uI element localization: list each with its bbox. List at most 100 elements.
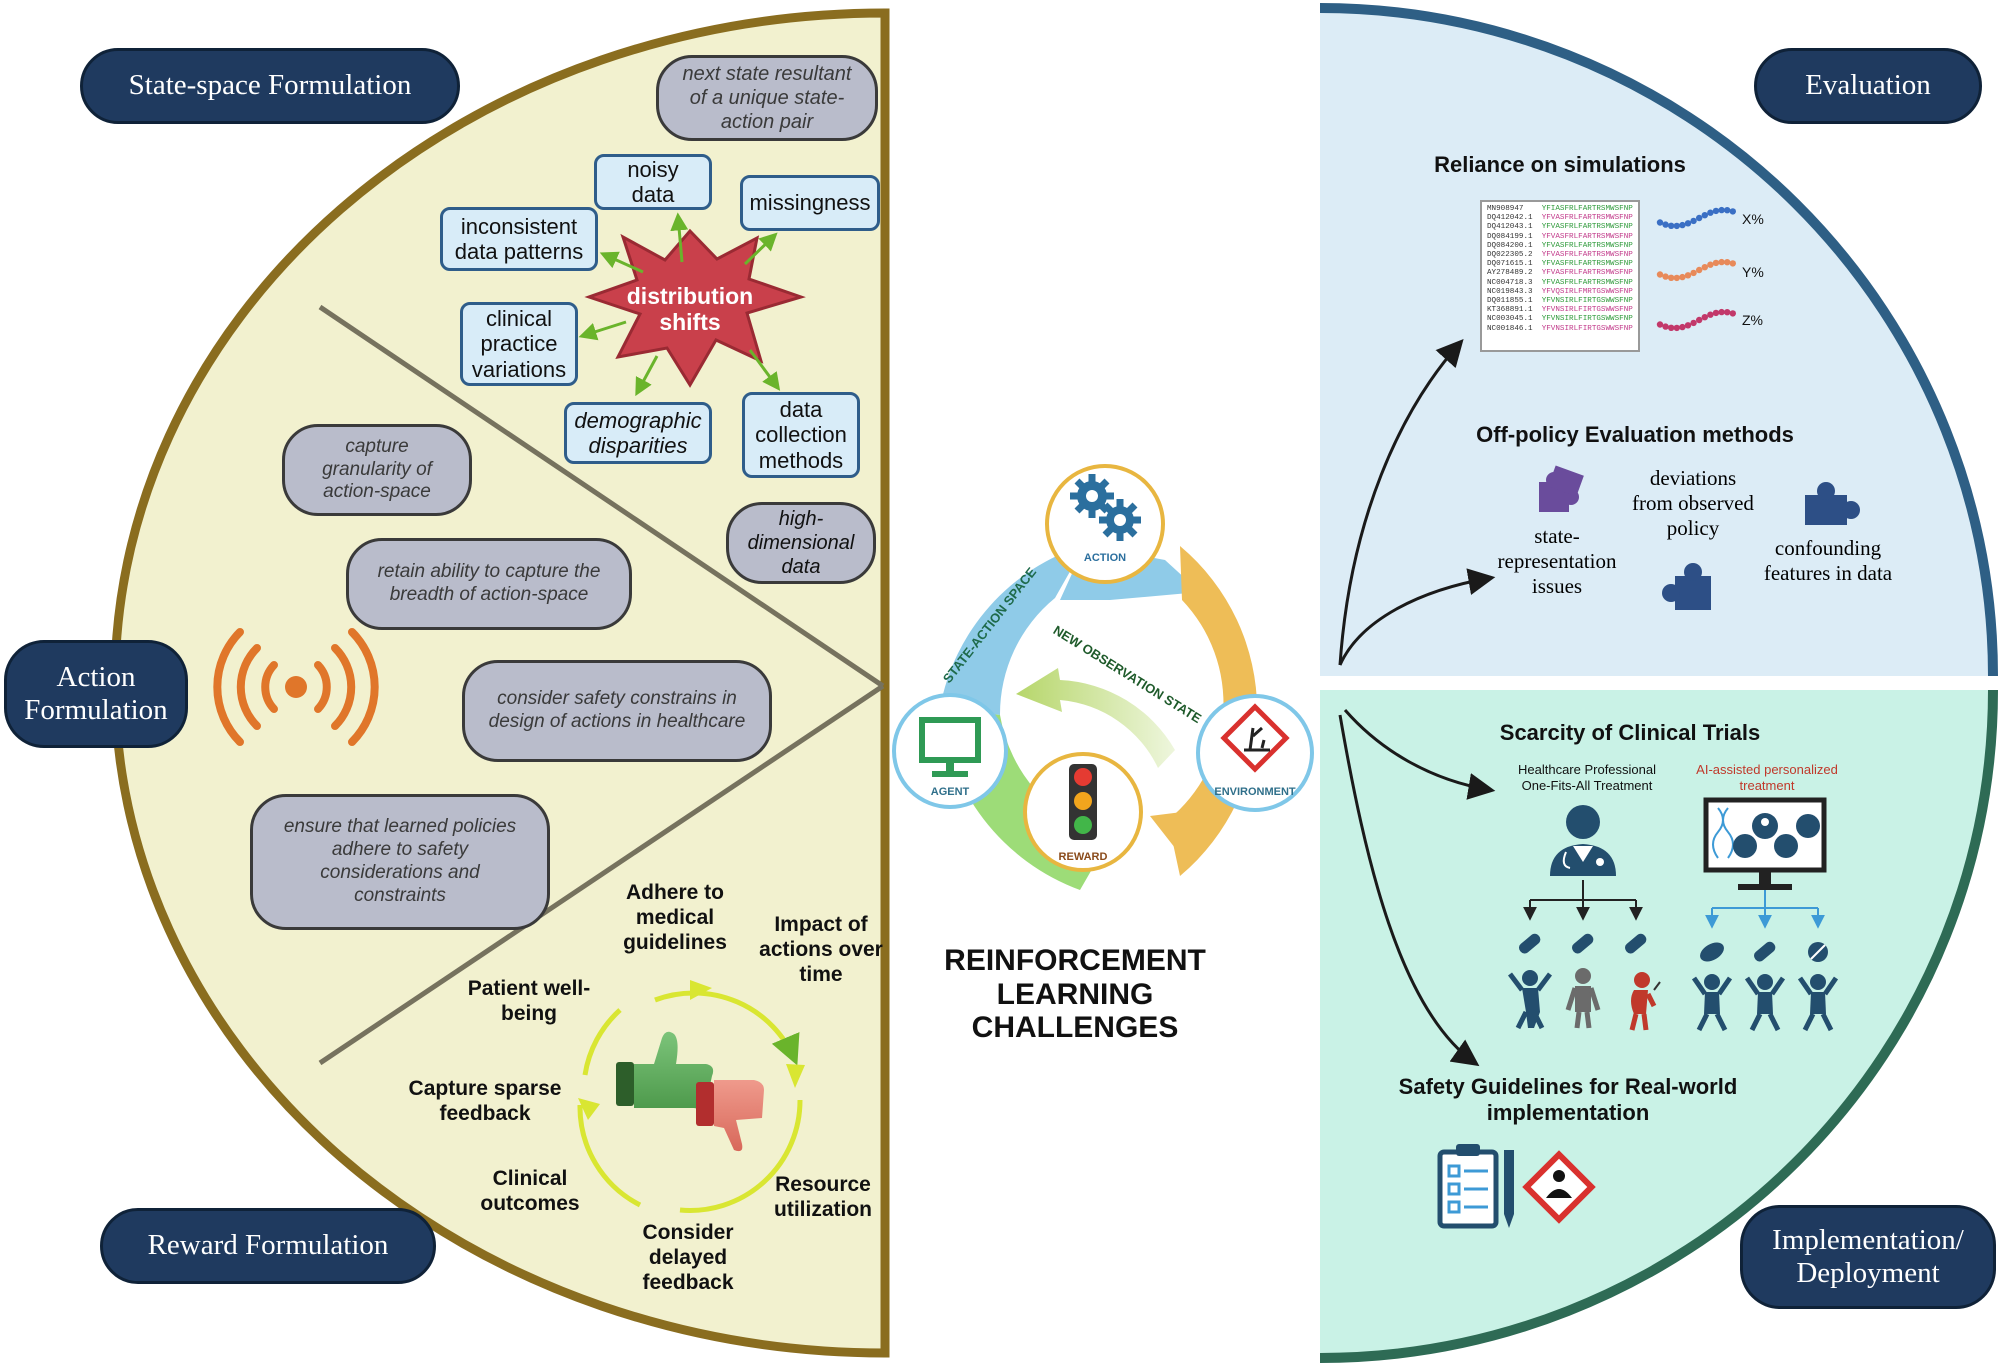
- broadcast-icon: [213, 628, 379, 746]
- puzzle-icon-purple: [1539, 465, 1584, 512]
- reward-resource-utilization: Resource utilization: [774, 1173, 872, 1222]
- ai-treatment-label: AI-assisted personalized treatment: [1696, 762, 1838, 793]
- evaluation-pill: Evaluation: [1754, 48, 1982, 124]
- wave-dot: [1729, 310, 1737, 317]
- wave-dot: [1662, 221, 1669, 228]
- wave-dot: [1668, 324, 1675, 331]
- sequence-residues: YFVNSIRLFIRTGSWWSFNP: [1541, 297, 1633, 306]
- agent-node-label: AGENT: [931, 786, 970, 798]
- hp-treatment-label: Healthcare Professional One-Fits-All Tre…: [1517, 762, 1657, 793]
- wave-dot: [1696, 214, 1703, 222]
- cause-data-collection-methods: data collection methods: [742, 392, 860, 478]
- reward-cycle-heads: [578, 980, 805, 1120]
- ai-monitor-icon: [1703, 797, 1827, 890]
- cause-demographic-disparities: demographic disparities: [564, 402, 712, 464]
- wave-dot: [1673, 222, 1681, 230]
- ope-state-representation: state-representation issues: [1497, 524, 1617, 599]
- simulation-wave-z: [1656, 308, 1737, 332]
- distribution-shifts-word: distribution: [627, 283, 753, 309]
- wave-dot: [1712, 309, 1720, 317]
- sequence-id: KT368891.1: [1487, 306, 1542, 315]
- arrow-to-state-rep: [1338, 568, 1496, 666]
- ai-pills: [1700, 941, 1828, 962]
- cause-noisy-data: noisy data: [594, 154, 712, 210]
- wave-dot: [1679, 273, 1686, 281]
- arrow-to-scarcity: [1343, 709, 1496, 800]
- wave-dot: [1690, 319, 1697, 327]
- wave-dot: [1668, 274, 1675, 281]
- reward-node-label: REWARD: [1059, 851, 1108, 863]
- wave-dot: [1696, 266, 1703, 274]
- reward-consider-delayed-feedback: Consider delayed feedback: [642, 1221, 734, 1295]
- sim-label-z: Z%: [1742, 312, 1763, 328]
- wave-dot: [1712, 259, 1720, 267]
- reward-cycle-arrows: [577, 990, 803, 1213]
- environment-node-label: ENVIRONMENT: [1214, 786, 1296, 798]
- hp-branches: [1523, 880, 1643, 921]
- sequence-id: AY278489.2: [1487, 269, 1542, 278]
- sequence-row: NC019843.3 YFVQSIRLFMRTGSWWSFNP: [1487, 288, 1633, 297]
- sequence-row: AY278489.2 YFVASFRLFARTRSMWSFNP: [1487, 269, 1633, 278]
- reward-clinical-outcomes: Clinical outcomes: [480, 1167, 580, 1216]
- wave-dot: [1701, 212, 1709, 219]
- sequence-row: DQ412042.1 YFVASFRLFARTRSMWSFNP: [1487, 214, 1633, 223]
- wave-dot: [1718, 258, 1725, 266]
- hp-patient-neutral: [1565, 968, 1601, 1029]
- doctor-icon: [1550, 805, 1616, 876]
- ai-patients: [1691, 974, 1839, 1032]
- scarcity-heading: Scarcity of Clinical Trials: [1499, 720, 1761, 745]
- wave-dot: [1656, 321, 1664, 328]
- wave-dot: [1690, 269, 1697, 277]
- sequence-row: DQ412043.1 YFVASFRLFARTRSMWSFNP: [1487, 223, 1633, 232]
- sequence-residues: YFVASFRLFARTRSMWSFNP: [1541, 269, 1633, 278]
- sequence-row: NC004718.3 YFVASFRLFARTRSMWSFNP: [1487, 279, 1633, 288]
- wave-dot: [1724, 259, 1731, 266]
- sequence-id: NC004718.3: [1487, 278, 1542, 287]
- note-consider-safety: consider safety constrains in design of …: [462, 660, 772, 762]
- sequence-residues: YFVNSIRLFIRTGSWWSFNP: [1541, 315, 1633, 324]
- sequence-id: NC003045.1: [1487, 315, 1542, 324]
- implementation-deployment-pill: Implementation/ Deployment: [1740, 1205, 1996, 1309]
- wave-dot: [1673, 324, 1681, 332]
- cause-inconsistent-data-patterns: inconsistent data patterns: [440, 207, 598, 271]
- thumbs-up-icon: [616, 1031, 714, 1109]
- wave-dot: [1690, 217, 1697, 225]
- sequence-row: KT368891.1 YFVNSIRLFIRTGSWWSFNP: [1487, 306, 1633, 315]
- ai-branches: [1705, 890, 1825, 929]
- hp-patient-happy: [1508, 970, 1552, 1030]
- ope-deviations-policy: deviations from observed policy: [1632, 466, 1754, 541]
- sim-label-y: Y%: [1742, 264, 1764, 280]
- divider-lower: [318, 683, 885, 1066]
- wave-dot: [1724, 309, 1731, 316]
- sequence-id: MN908947: [1487, 205, 1542, 213]
- sequence-residues: YFIASFRLFARTRSMWSFNP: [1541, 205, 1633, 213]
- sequence-id: DQ022305.2: [1487, 251, 1542, 260]
- gears-icon: [1070, 474, 1141, 541]
- reward-patient-well-being: Patient well-being: [467, 977, 591, 1026]
- sequence-id: DQ071615.1: [1487, 260, 1542, 269]
- ope-heading: Off-policy Evaluation methods: [1476, 422, 1794, 447]
- cause-clinical-practice-variations: clinical practice variations: [460, 302, 578, 386]
- wave-dot: [1707, 209, 1714, 216]
- sequence-residues: YFVASFRLFARTRSMWSFNP: [1541, 278, 1633, 287]
- arrow-to-simulations: [1338, 338, 1464, 666]
- wave-dot: [1679, 323, 1686, 331]
- wave-dot: [1656, 271, 1664, 278]
- sequence-row: DQ084199.1 YFVASFRLFARTRSMWSFNP: [1487, 233, 1633, 242]
- wave-dot: [1724, 207, 1731, 214]
- sequence-residues: YFVNSIRLFIRTGSWWSFNP: [1541, 306, 1633, 315]
- sequence-id: NC001846.1: [1487, 324, 1542, 333]
- environment-band-head: [1150, 810, 1198, 862]
- sequence-row: DQ071615.1 YFVASFRLFARTRSMWSFNP: [1487, 260, 1633, 269]
- sequence-id: DQ011855.1: [1487, 297, 1542, 306]
- safety-hazard-icon: [1522, 1150, 1596, 1224]
- divider-upper: [318, 304, 885, 689]
- sequence-residues: YFVASFRLFARTRSMWSFNP: [1541, 214, 1633, 223]
- sequence-id: DQ084200.1: [1487, 241, 1542, 250]
- sequence-id: DQ412042.1: [1487, 214, 1542, 223]
- state-space-formulation-pill: State-space Formulation: [80, 48, 460, 124]
- action-node-label: ACTION: [1084, 552, 1126, 564]
- rl-challenges-title: REINFORCEMENT LEARNING CHALLENGES: [944, 944, 1206, 1045]
